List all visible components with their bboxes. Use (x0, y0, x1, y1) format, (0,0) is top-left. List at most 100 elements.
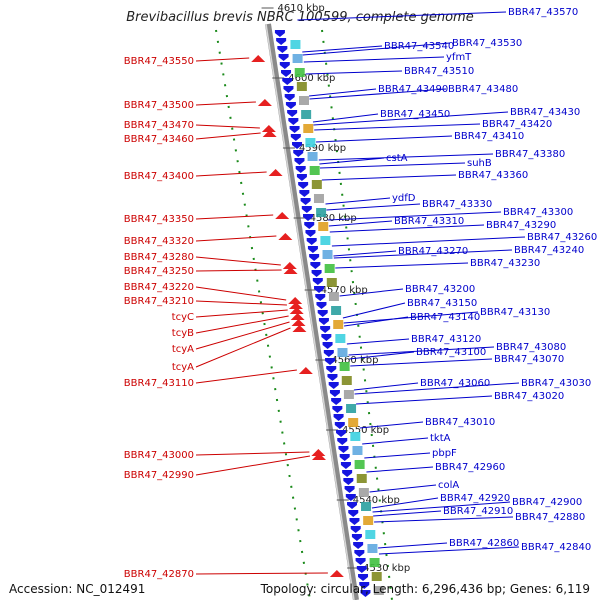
right-connector (325, 197, 391, 205)
forward-gene-arrow (345, 494, 356, 501)
reverse-gene-arrow (275, 212, 290, 219)
forward-gene-arrow (301, 206, 312, 213)
gene-block (316, 208, 327, 217)
right-gene-label: BBR47_42960 (435, 462, 505, 473)
right-gene-label: BBR47_43020 (494, 391, 564, 402)
forward-gene-arrow (281, 70, 292, 77)
right-gene-label: BBR47_43030 (521, 378, 591, 389)
forward-gene-arrow (299, 190, 310, 197)
gene-block (354, 460, 365, 469)
right-gene-label: BBR47_43150 (407, 298, 477, 309)
forward-gene-arrow (311, 270, 322, 277)
forward-gene-arrow (321, 334, 332, 341)
left-gene-label: BBR47_43000 (124, 450, 194, 461)
map-title: Brevibacillus brevis NBRC 100599, comple… (126, 10, 473, 25)
right-gene-label: BBR47_43530 (452, 38, 522, 49)
reverse-gene-arrow (312, 453, 326, 460)
forward-gene-arrow (295, 166, 306, 173)
gene-block (361, 502, 372, 511)
forward-gene-arrow (293, 150, 304, 157)
reverse-gene-arrow (251, 55, 266, 62)
forward-gene-arrow (304, 222, 315, 229)
right-gene-label: suhB (467, 158, 492, 169)
right-connector (314, 123, 481, 131)
right-connector (327, 211, 502, 221)
right-gene-label: BBR47_43130 (480, 307, 550, 318)
right-connector (374, 516, 514, 523)
right-gene-label: BBR47_42910 (443, 506, 513, 517)
right-connector (303, 56, 445, 63)
forward-gene-arrow (343, 478, 354, 485)
gene-block (369, 558, 380, 567)
forward-gene-arrow (296, 174, 307, 181)
right-gene-label: BBR47_43540 (384, 41, 454, 52)
gene-block (335, 334, 346, 343)
forward-gene-arrow (337, 438, 348, 445)
left-gene-label: BBR47_43110 (124, 378, 194, 389)
right-connector (302, 42, 451, 56)
forward-gene-arrow (317, 310, 328, 317)
left-connector (195, 101, 256, 106)
gene-block (333, 320, 344, 329)
left-connector (195, 451, 310, 456)
right-connector (313, 111, 509, 126)
gene-block (296, 82, 307, 91)
left-connector (195, 572, 328, 575)
right-connector (369, 484, 437, 493)
right-connector (326, 203, 421, 211)
forward-gene-arrow (282, 78, 293, 85)
right-connector (346, 338, 410, 345)
right-gene-label: BBR47_43330 (422, 199, 492, 210)
gene-block (367, 544, 378, 553)
right-connector (359, 421, 424, 429)
right-gene-label: BBR47_43060 (420, 378, 490, 389)
left-gene-label: BBR47_42870 (124, 569, 194, 580)
right-connector (366, 466, 434, 473)
left-connector (195, 455, 311, 476)
left-gene-label: tcyC (172, 312, 194, 323)
gene-block (303, 124, 314, 133)
left-gene-label: BBR47_43550 (124, 56, 194, 67)
right-gene-label: BBR47_43080 (496, 342, 566, 353)
right-gene-label: BBR47_43430 (510, 107, 580, 118)
forward-gene-arrow (316, 302, 327, 309)
left-connector (195, 315, 289, 334)
left-gene-label: BBR47_43470 (124, 120, 194, 131)
right-connector (344, 316, 409, 327)
right-gene-label: BBR47_42860 (449, 538, 519, 549)
reverse-gene-arrow (257, 99, 272, 106)
forward-gene-arrow (353, 542, 364, 549)
right-gene-label: pbpF (432, 448, 457, 459)
right-gene-label: BBR47_43310 (394, 216, 464, 227)
gene-block (307, 152, 318, 161)
gene-block (326, 278, 337, 287)
gene-block (341, 376, 352, 385)
reverse-gene-arrow (278, 233, 293, 240)
forward-gene-arrow (350, 526, 361, 533)
forward-gene-arrow (290, 134, 301, 141)
right-gene-label: tktA (430, 433, 451, 444)
gene-block (331, 306, 342, 315)
forward-gene-arrow (289, 126, 300, 133)
reverse-gene-arrow (288, 297, 303, 304)
right-gene-label: BBR47_43480 (448, 84, 518, 95)
forward-gene-arrow (359, 582, 370, 589)
genome-backbone-highlight (265, 23, 355, 600)
right-gene-label: BBR47_43240 (514, 245, 584, 256)
forward-gene-arrow (334, 422, 345, 429)
right-gene-label: BBR47_43410 (454, 131, 524, 142)
right-connector (305, 70, 403, 75)
gene-block (320, 236, 331, 245)
gene-features (251, 30, 384, 597)
forward-gene-arrow (285, 102, 296, 109)
forward-gene-arrow (348, 510, 359, 517)
right-gene-label: BBR47_43270 (398, 246, 468, 257)
right-gene-label: BBR47_43230 (470, 258, 540, 269)
right-connector (319, 157, 385, 165)
reverse-gene-arrow (298, 367, 313, 374)
forward-gene-arrow (307, 246, 318, 253)
forward-gene-arrow (283, 86, 294, 93)
gene-block (373, 586, 384, 595)
scale-label: 4590 kbp (299, 143, 346, 154)
